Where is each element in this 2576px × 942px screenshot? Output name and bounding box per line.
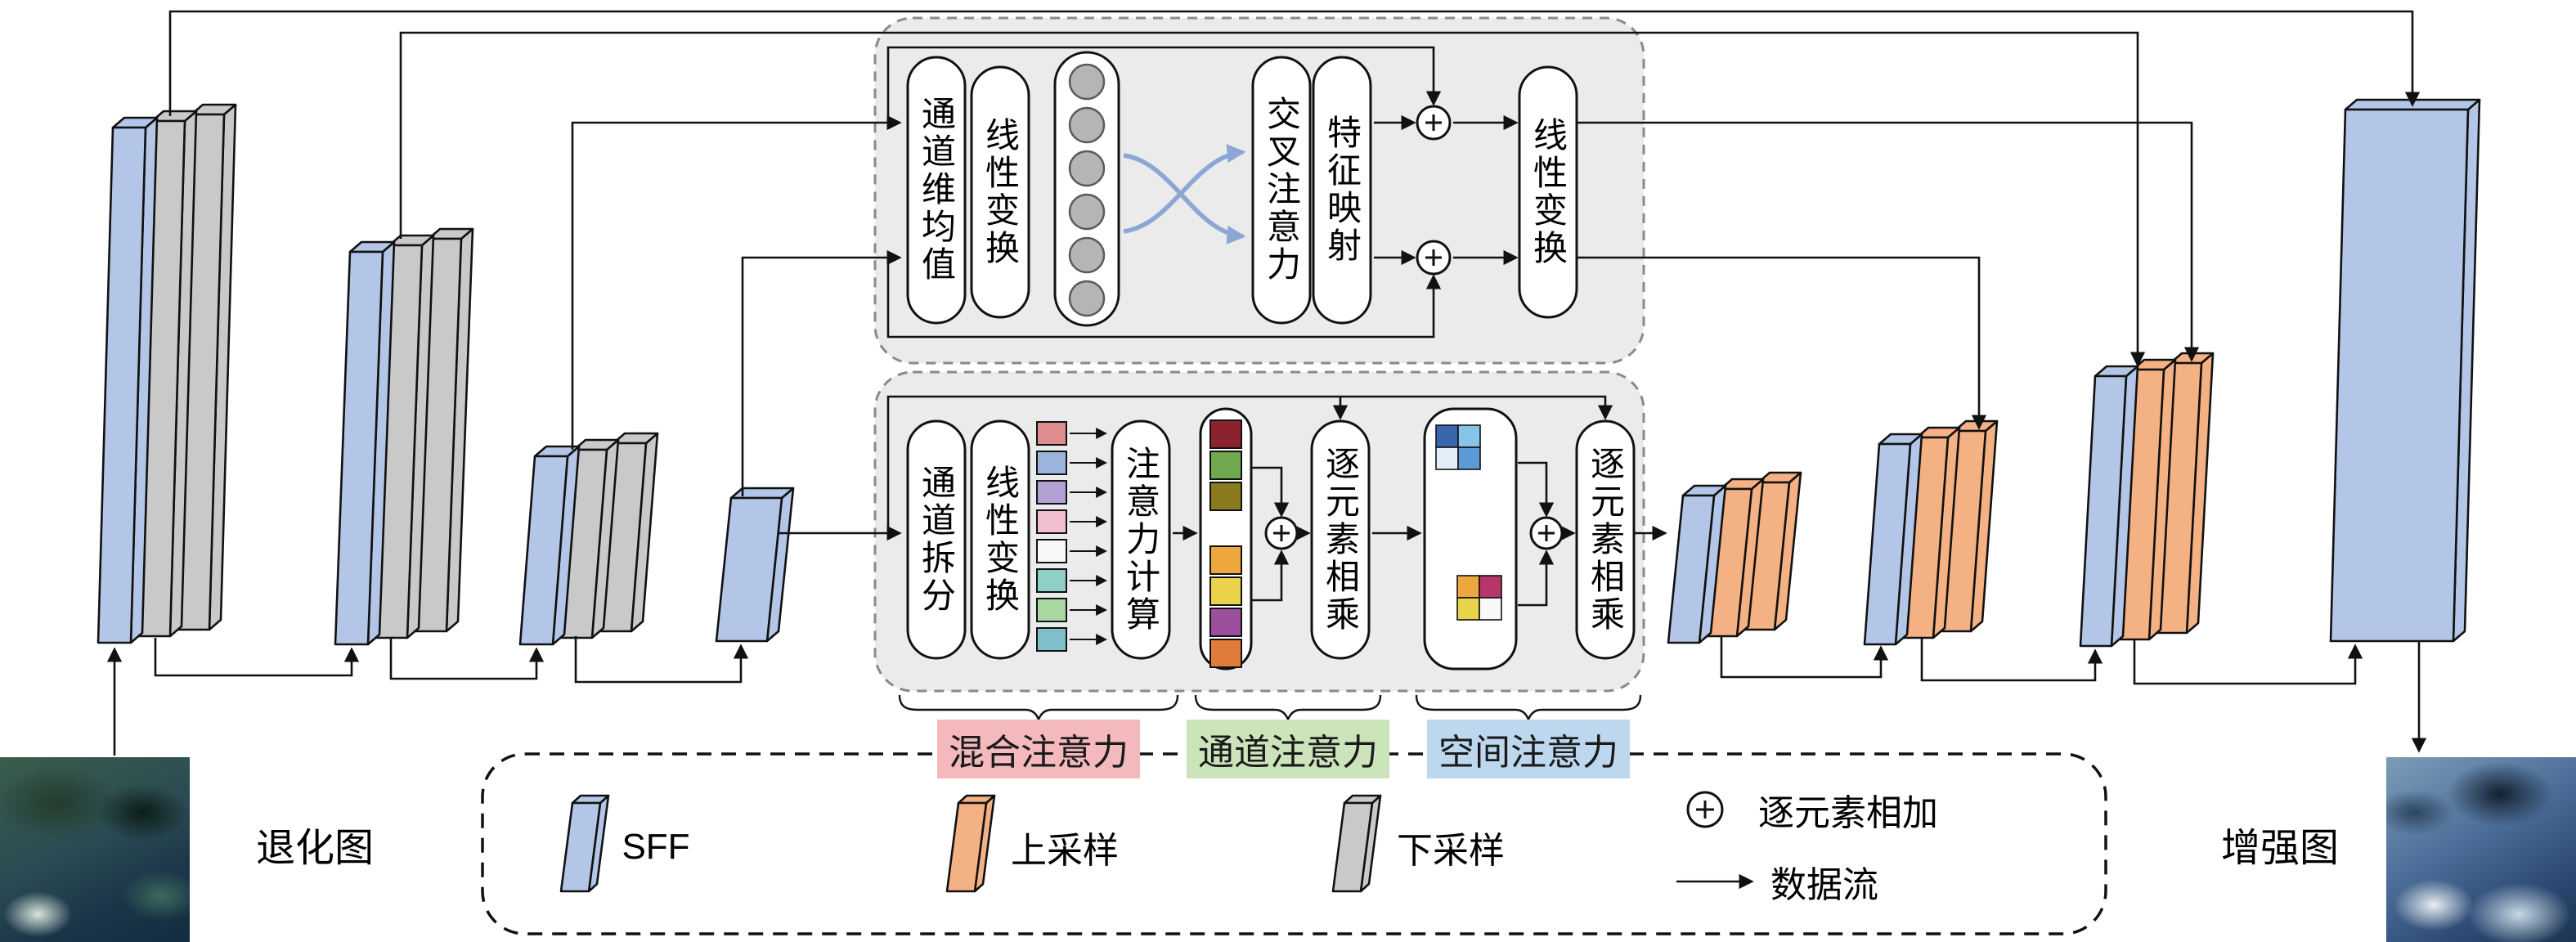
flow-dec1-to-dec2 [1720, 636, 1889, 679]
flow-spatial-top-to-add [1518, 461, 1555, 518]
encoder-stack-3 [518, 432, 659, 646]
spatial-weight-grids [1435, 424, 1502, 621]
pill-cross-attention [1251, 56, 1312, 325]
add-icon-cross-upper [1416, 105, 1452, 141]
section-braces [898, 694, 1642, 723]
flow-residual-lower [886, 258, 1442, 339]
flow-lines [106, 10, 2427, 890]
pill-elementwise-mul-2 [1575, 419, 1636, 660]
token-circles [1068, 63, 1106, 317]
pill-linear-in [970, 65, 1030, 319]
flow-cross-output-upper [1577, 121, 2200, 362]
encoder-bottleneck-block [715, 487, 795, 643]
enhanced-image-label: 增强图 [2220, 827, 2340, 870]
degraded-image-label: 退化图 [255, 827, 375, 870]
legend-add-icon [1686, 791, 1724, 828]
add-icon-channel [1264, 516, 1299, 550]
flow-cross-input-lower [741, 249, 902, 496]
pill-attention-compute-label: 注意力计算 [1121, 446, 1160, 634]
decoder-stack-3 [2079, 352, 2215, 648]
channel-attention-tag: 通道注意力 [1187, 720, 1389, 778]
flow-strip-bottom-to-add [1251, 550, 1290, 602]
pill-feature-map [1312, 56, 1372, 325]
pill-linear-label: 线性变换 [981, 464, 1020, 615]
legend-sff-block [559, 794, 610, 893]
legend-upsample-label: 上采样 [1011, 831, 1119, 871]
pill-channel-split-label: 通道拆分 [917, 464, 956, 615]
pill-linear-in-label: 线性变换 [981, 117, 1020, 267]
pill-linear [970, 419, 1030, 660]
flow-skip-level2 [399, 31, 2146, 367]
pill-elementwise-mul2-label: 逐元素相乘 [1586, 446, 1625, 634]
flow-enc3-to-enc4 [574, 636, 749, 684]
add-icon-spatial [1529, 516, 1564, 550]
encoder-stack-2 [334, 227, 474, 646]
mixed-attention-brace [898, 694, 1179, 723]
decoder-output-block [2329, 98, 2481, 643]
pill-attention-compute [1111, 419, 1171, 660]
flow-skip-level1 [168, 10, 2421, 116]
pill-elementwise-mul-1 [1310, 419, 1371, 660]
flow-cross-input-upper [571, 114, 902, 450]
flow-spatial-bottom-to-add [1518, 550, 1555, 607]
pill-feature-map-label: 特征映射 [1322, 114, 1362, 265]
split-feature-squares [1036, 421, 1108, 652]
legend-downsample-label: 下采样 [1397, 831, 1505, 871]
channel-attention-brace [1194, 694, 1382, 723]
enhanced-output-image [2386, 757, 2576, 942]
decoder-stack-1 [1667, 471, 1802, 644]
flow-cross-output-lower [1577, 256, 1987, 430]
legend-dataflow-label: 数据流 [1770, 865, 1878, 905]
degraded-input-image [0, 757, 190, 942]
pill-channel-mean [906, 56, 967, 325]
add-icon-cross-lower [1416, 240, 1452, 276]
legend-sff-label: SFF [622, 827, 690, 867]
flow-strip-top-to-add [1251, 466, 1290, 518]
decoder-stack-2 [1863, 419, 1999, 646]
flow-residual-upper [886, 46, 1442, 123]
pill-channel-split [906, 419, 967, 660]
pill-channel-mean-label: 通道维均值 [917, 96, 956, 284]
cross-attention-arrow-up [1123, 144, 1246, 234]
flow-enc2-to-enc3 [389, 638, 545, 680]
legend-add-label: 逐元素相加 [1758, 793, 1938, 833]
legend-upsample-block [945, 794, 996, 893]
pill-elementwise-mul1-label: 逐元素相乘 [1321, 446, 1360, 634]
channel-weight-squares [1209, 419, 1242, 668]
pill-linear-out-label: 线性变换 [1528, 117, 1568, 267]
encoder-stack-1 [96, 103, 237, 644]
spatial-attention-brace [1415, 694, 1642, 723]
flow-enc1-to-enc2 [154, 638, 360, 677]
mixed-attention-tag: 混合注意力 [937, 720, 1140, 778]
flow-dec2-to-dec3 [1920, 638, 2103, 682]
cross-attention-arrow-down [1123, 153, 1246, 244]
pill-linear-out [1518, 65, 1578, 319]
legend-downsample-block [1331, 794, 1382, 893]
flow-dec3-to-dec4 [2133, 639, 2363, 685]
spatial-attention-tag: 空间注意力 [1427, 720, 1630, 778]
flow-feature-bypass-to-mul2 [886, 395, 1613, 533]
pill-cross-attention-label: 交叉注意力 [1262, 96, 1301, 284]
